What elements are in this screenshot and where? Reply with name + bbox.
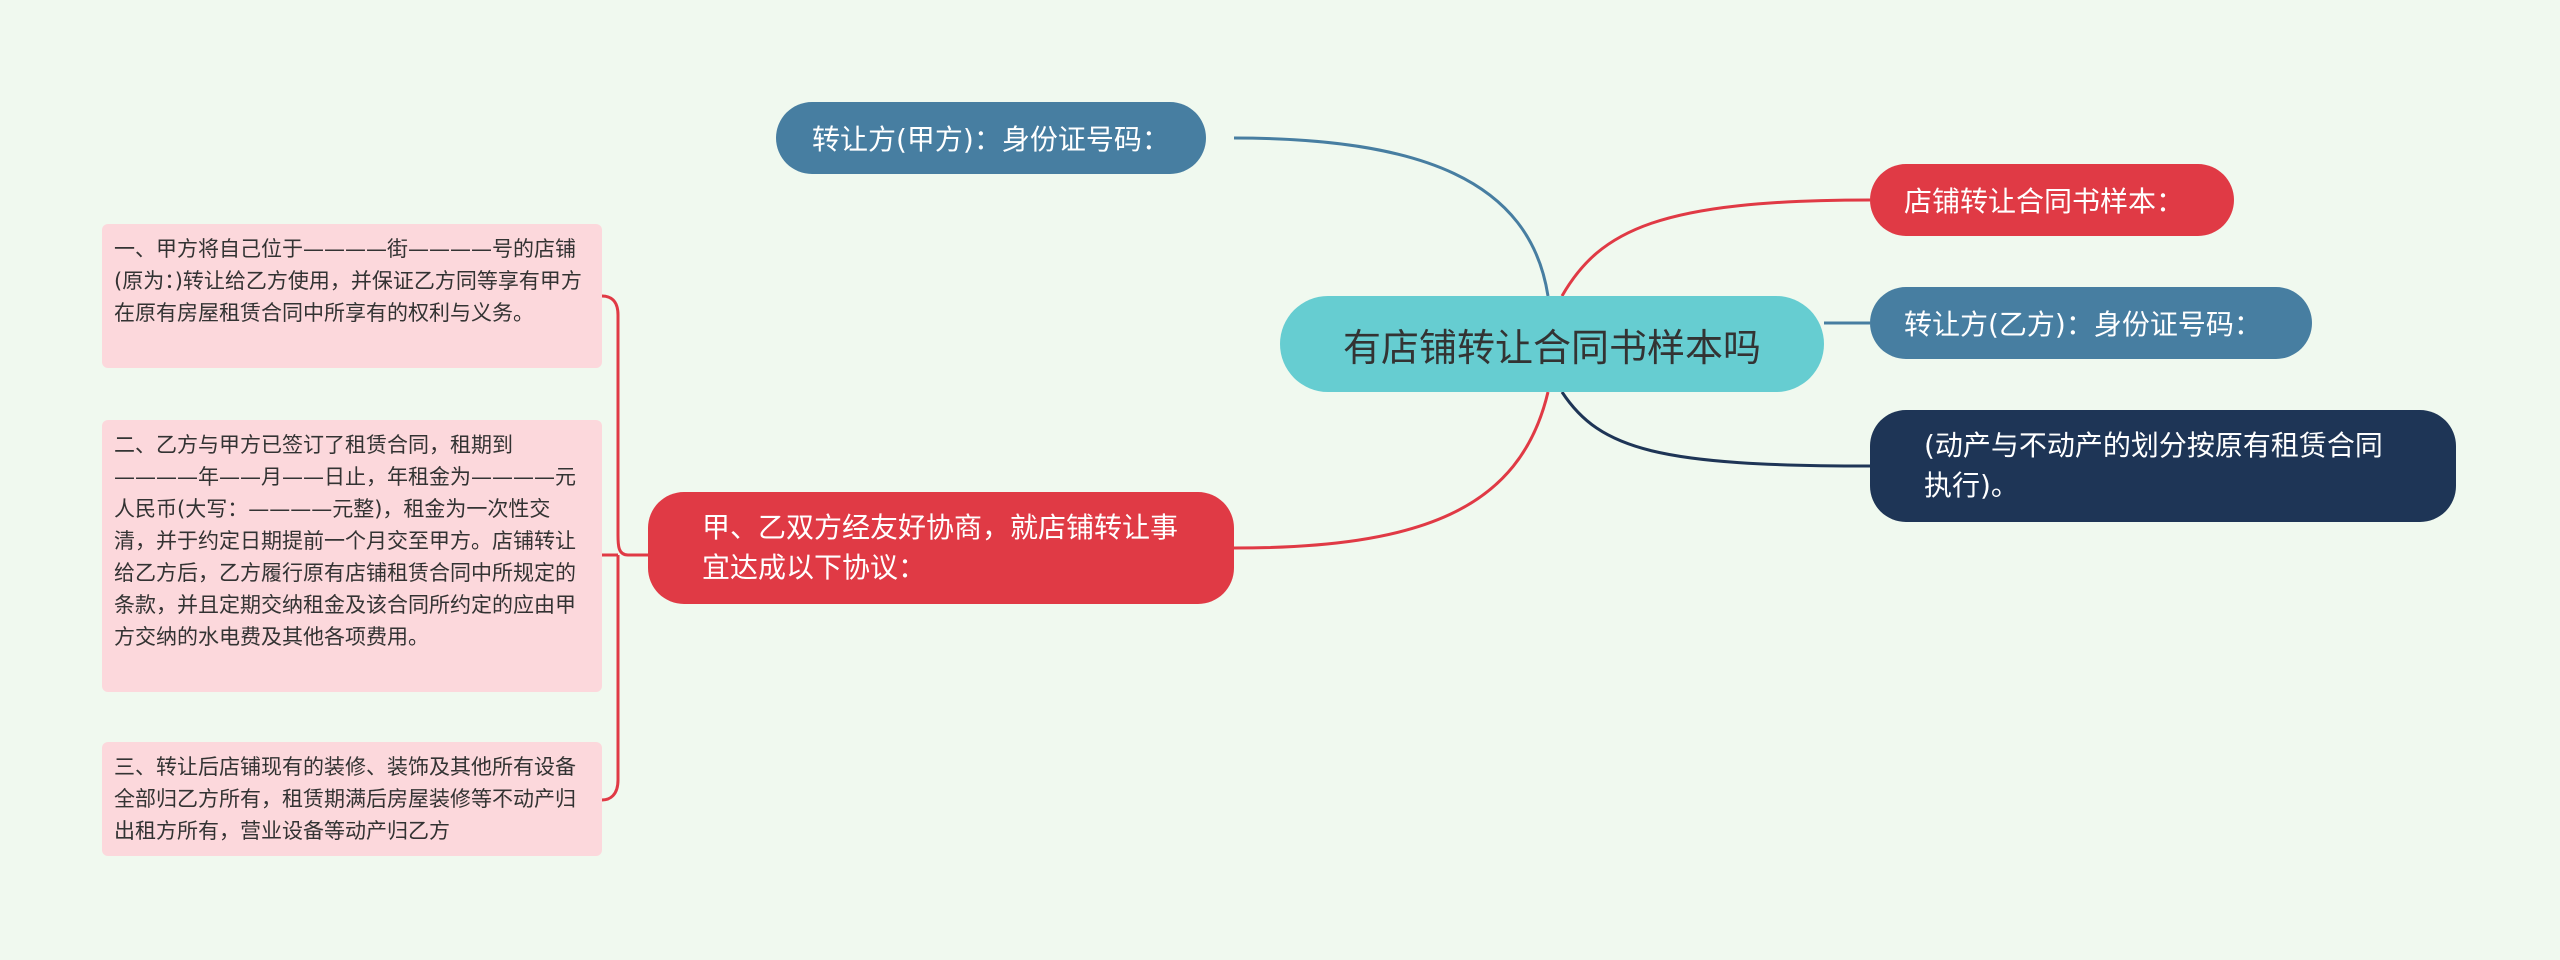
node-label: 店铺转让合同书样本： <box>1904 185 2185 218</box>
leaf-clause-1[interactable]: 一、甲方将自己位于————街————号的店铺(原为：)转让给乙方使用，并保证乙方… <box>102 224 602 368</box>
node-party-b-id[interactable]: 转让方(乙方)：身份证号码： <box>1870 287 2312 359</box>
node-party-a-id[interactable]: 转让方(甲方)：身份证号码： <box>776 102 1206 174</box>
node-label: 转让方(乙方)：身份证号码： <box>1904 308 2262 341</box>
node-label: (动产与不动产的划分按原有租赁合同执行)。 <box>1924 429 2383 502</box>
node-property-division[interactable]: (动产与不动产的划分按原有租赁合同执行)。 <box>1870 410 2456 522</box>
link-root-left-2 <box>1233 391 1550 550</box>
node-label: 甲、乙双方经友好协商，就店铺转让事宜达成以下协议： <box>702 511 1179 584</box>
node-contract-sample[interactable]: 店铺转让合同书样本： <box>1870 164 2235 236</box>
node-agreement[interactable]: 甲、乙双方经友好协商，就店铺转让事宜达成以下协议： <box>648 492 1234 604</box>
leaf-text: 二、乙方与甲方已签订了租赁合同，租期到————年——月——日止，年租金为————… <box>114 433 576 649</box>
root-label: 有店铺转让合同书样本吗 <box>1342 325 1761 370</box>
leaf-text: 三、转让后店铺现有的装修、装饰及其他所有设备全部归乙方所有，租赁期满后房屋装修等… <box>114 755 576 843</box>
link-root-left-1 <box>1233 136 1550 297</box>
root-node[interactable]: 有店铺转让合同书样本吗 <box>1280 296 1824 392</box>
leaf-clause-3[interactable]: 三、转让后店铺现有的装修、装饰及其他所有设备全部归乙方所有，租赁期满后房屋装修等… <box>102 742 602 856</box>
link-root-right-3 <box>1560 391 1871 468</box>
link-root-right-1 <box>1560 198 1871 297</box>
link-bracket <box>601 294 648 802</box>
node-label: 转让方(甲方)：身份证号码： <box>812 123 1170 156</box>
leaf-text: 一、甲方将自己位于————街————号的店铺(原为：)转让给乙方使用，并保证乙方… <box>114 237 582 325</box>
leaf-clause-2[interactable]: 二、乙方与甲方已签订了租赁合同，租期到————年——月——日止，年租金为————… <box>102 420 602 692</box>
